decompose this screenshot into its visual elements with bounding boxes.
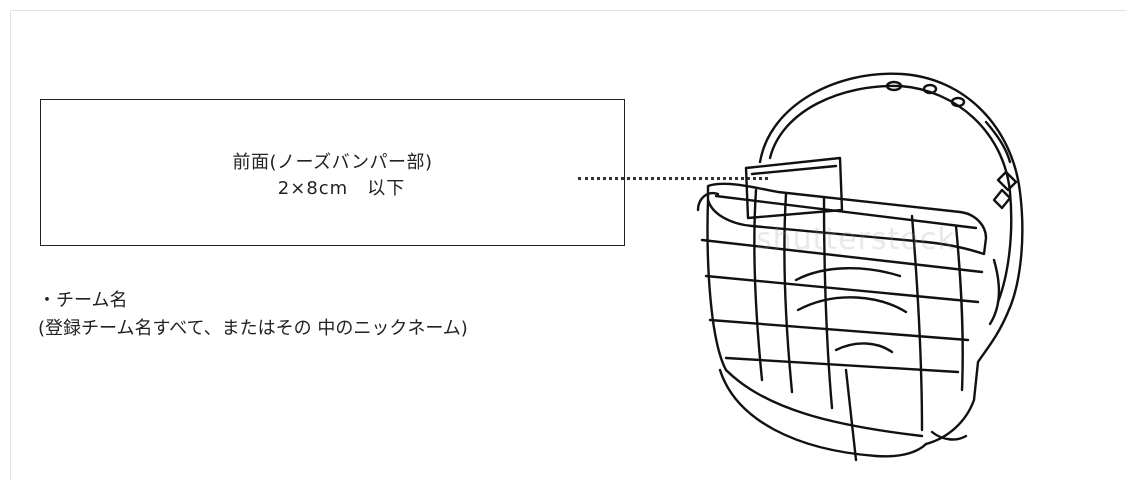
placement-size-text: 2×8cm 以下 (277, 177, 406, 199)
frame-top-edge (10, 10, 1126, 11)
team-name-detail: (登録チーム名すべて、またはその 中のニックネーム) (38, 318, 468, 339)
leader-line (578, 177, 768, 180)
frame-left-edge (10, 10, 11, 480)
team-name-bullet: ・チーム名 (38, 290, 128, 311)
placement-location-text: 前面(ノーズバンパー部) (232, 151, 433, 173)
football-helmet-icon (696, 72, 1024, 462)
watermark-text: shutterstock (756, 222, 956, 257)
placement-label-box: 前面(ノーズバンパー部) 2×8cm 以下 (40, 99, 625, 246)
team-name-note: ・チーム名 (登録チーム名すべて、またはその 中のニックネーム) (38, 287, 468, 343)
